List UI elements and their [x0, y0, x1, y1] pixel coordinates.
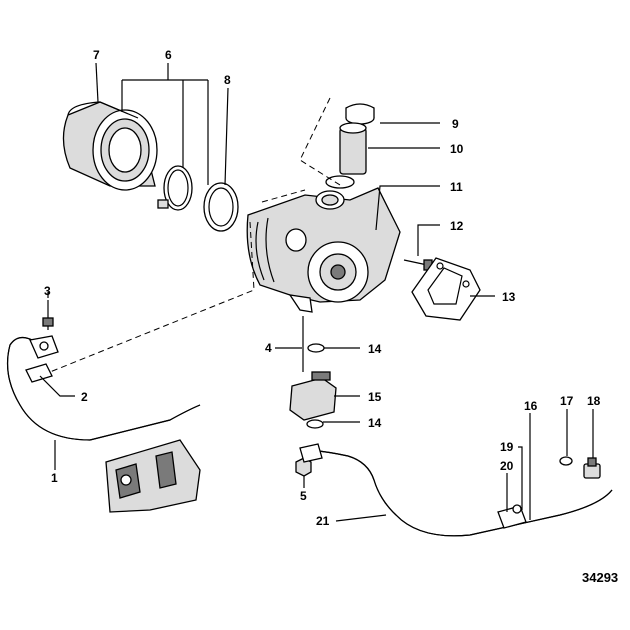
- callout-14-lower: 14: [368, 416, 382, 430]
- drain-adapter-part: [289, 371, 337, 421]
- callout-1: 1: [51, 471, 58, 485]
- callout-3: 3: [44, 284, 51, 298]
- callout-11: 11: [450, 180, 463, 194]
- callout-14-upper: 14: [368, 342, 382, 356]
- leader-lines: [39, 62, 594, 522]
- o-ring-lower-part: [306, 419, 324, 429]
- turbocharger-part: [246, 187, 401, 313]
- callout-5: 5: [300, 489, 307, 503]
- callout-8: 8: [224, 73, 231, 87]
- bracket-part: [497, 504, 527, 529]
- exhaust-gasket-part: [411, 257, 481, 321]
- gasket-small-part: [25, 363, 53, 383]
- drawing-number: 34293: [582, 570, 618, 585]
- callout-17: 17: [560, 394, 574, 408]
- assembly-guide-lines: [49, 97, 341, 373]
- upper-hose-assembly: [325, 103, 375, 189]
- callout-2: 2: [81, 390, 88, 404]
- callout-19: 19: [500, 440, 514, 454]
- oil-supply-line-part: [6, 335, 201, 441]
- callout-4: 4: [265, 341, 272, 355]
- callout-labels: 7 6 8 9 10 11 12 13 3 4 14 15 14 2 1 5 2…: [44, 48, 601, 528]
- callout-7: 7: [93, 48, 100, 62]
- callout-18: 18: [587, 394, 601, 408]
- engine-block-fragment: [105, 439, 201, 513]
- fitting-part: [583, 457, 601, 479]
- callout-6: 6: [165, 48, 172, 62]
- callout-15: 15: [368, 390, 382, 404]
- callout-16: 16: [524, 399, 538, 413]
- callout-20: 20: [500, 459, 514, 473]
- oil-return-line-part: [299, 443, 613, 537]
- screw-part: [42, 300, 54, 330]
- air-filter-part: [62, 101, 158, 191]
- callout-13: 13: [502, 290, 516, 304]
- seal-ring-part: [203, 182, 239, 232]
- callout-9: 9: [452, 117, 459, 131]
- callout-10: 10: [450, 142, 464, 156]
- hose-clamp-part: [157, 165, 193, 211]
- callout-12: 12: [450, 219, 464, 233]
- callout-21: 21: [316, 514, 330, 528]
- fitting-gasket-part: [559, 456, 573, 466]
- o-ring-upper-part: [307, 343, 325, 353]
